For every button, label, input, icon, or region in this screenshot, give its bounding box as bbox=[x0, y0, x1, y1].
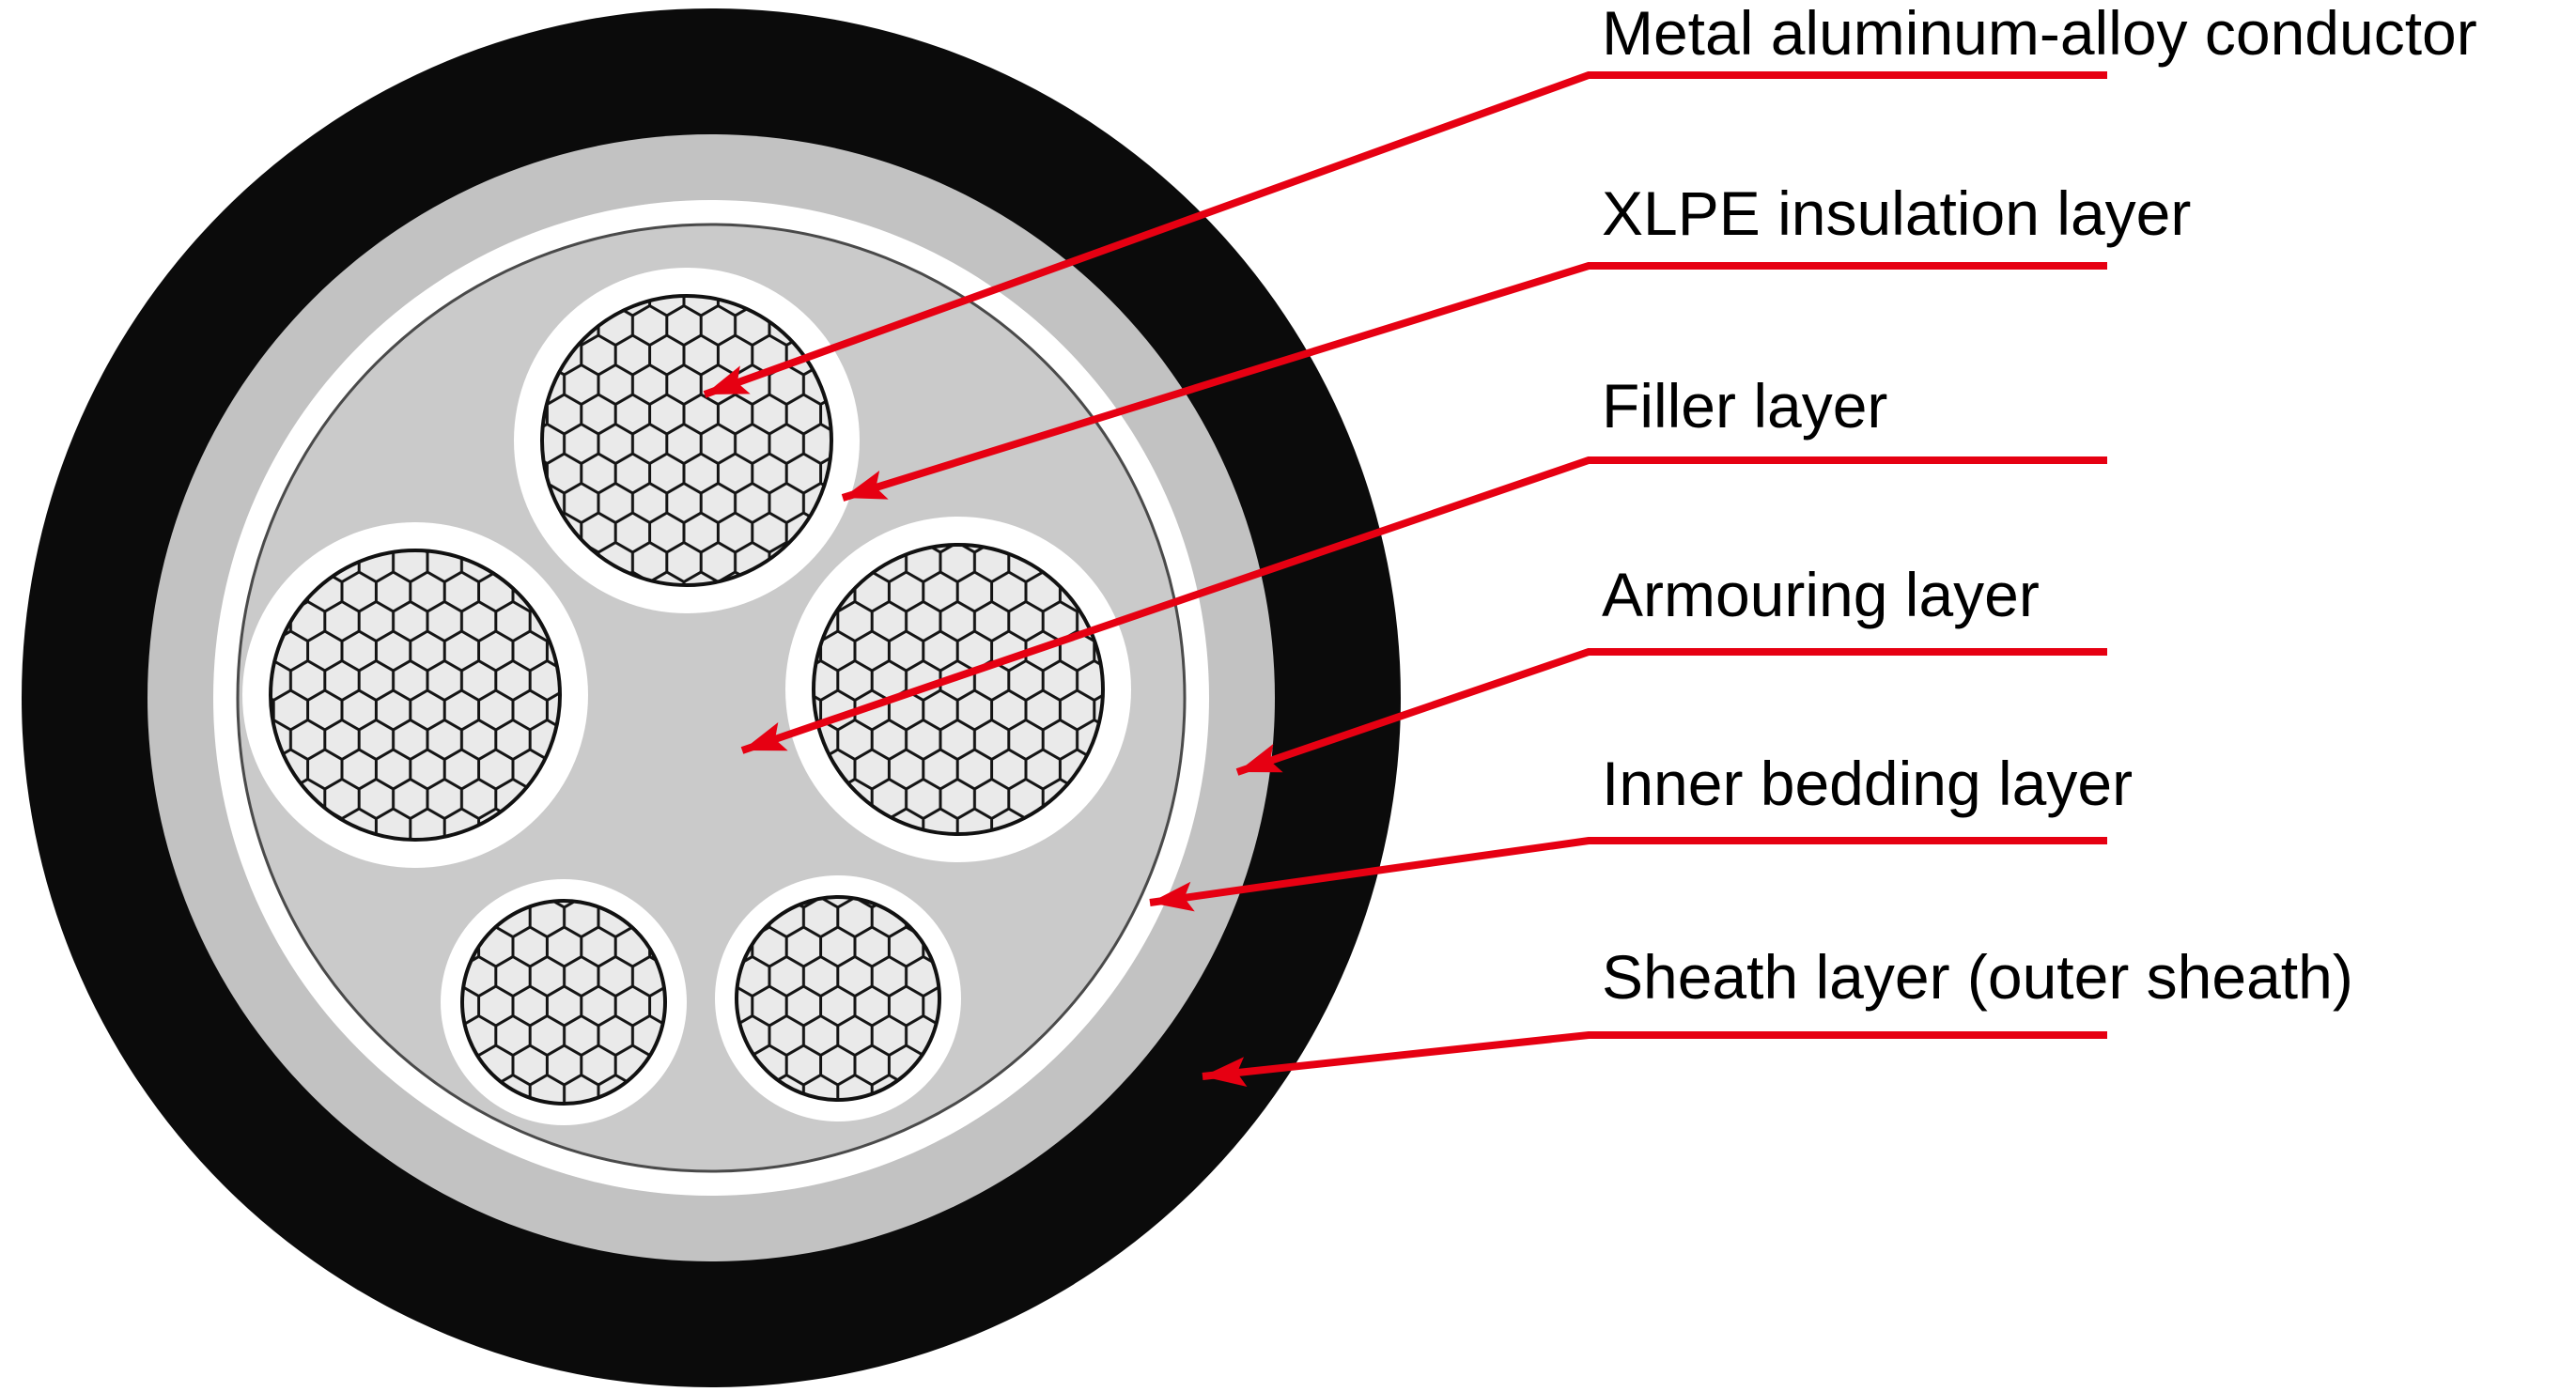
arrow-line-xlpe-insulation bbox=[841, 262, 2107, 502]
core-right bbox=[785, 517, 1131, 862]
label-inner-bedding: Inner bedding layer bbox=[1602, 749, 2133, 818]
cable-cross-section bbox=[22, 8, 1401, 1387]
aluminum-conductor bbox=[540, 294, 833, 587]
callout-armouring: Armouring layer bbox=[1235, 560, 2107, 776]
aluminum-conductor bbox=[460, 899, 667, 1106]
callout-sheath: Sheath layer (outer sheath) bbox=[1202, 942, 2353, 1088]
core-bottom-right bbox=[715, 875, 961, 1121]
label-sheath: Sheath layer (outer sheath) bbox=[1602, 942, 2353, 1012]
callout-metal-conductor: Metal aluminum-alloy conductor bbox=[703, 0, 2477, 398]
callouts: Metal aluminum-alloy conductor XLPE insu… bbox=[703, 0, 2477, 1088]
callout-filler: Filler layer bbox=[740, 371, 2107, 754]
arrow-line-metal-conductor bbox=[703, 71, 2107, 398]
arrow-line-armouring bbox=[1235, 648, 2107, 776]
label-metal-conductor: Metal aluminum-alloy conductor bbox=[1602, 0, 2477, 68]
label-filler: Filler layer bbox=[1602, 371, 1887, 441]
callout-inner-bedding: Inner bedding layer bbox=[1149, 749, 2133, 912]
callout-xlpe-insulation: XLPE insulation layer bbox=[841, 178, 2191, 502]
core-top bbox=[514, 268, 860, 613]
aluminum-conductor bbox=[735, 895, 941, 1102]
aluminum-conductor bbox=[269, 549, 562, 842]
arrow-line-inner-bedding bbox=[1149, 837, 2107, 912]
arrow-line-sheath bbox=[1202, 1031, 2107, 1088]
aluminum-conductor bbox=[812, 543, 1105, 836]
core-left bbox=[242, 522, 588, 868]
label-armouring: Armouring layer bbox=[1602, 560, 2040, 629]
label-xlpe-insulation: XLPE insulation layer bbox=[1602, 178, 2191, 248]
core-bottom-left bbox=[441, 879, 687, 1125]
arrow-line-filler bbox=[740, 456, 2107, 754]
